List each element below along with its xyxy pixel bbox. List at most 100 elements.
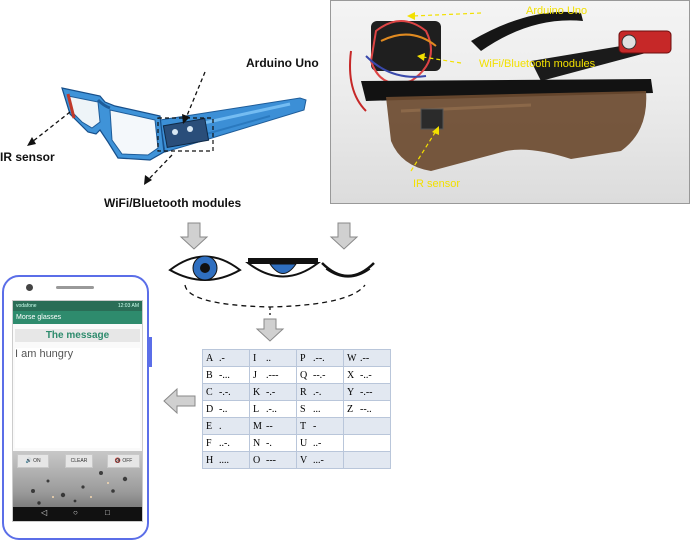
photo-label-ir: IR sensor xyxy=(413,178,461,190)
morse-letter: Y xyxy=(347,386,355,398)
morse-cell: H.... xyxy=(202,451,250,469)
android-nav-bar: ◁ ○ □ xyxy=(13,507,142,521)
on-button[interactable]: 🔊 ON xyxy=(17,454,49,468)
carrier-label: vodafone xyxy=(16,303,37,309)
off-button-label: OFF xyxy=(122,458,133,464)
morse-letter: F xyxy=(206,437,212,449)
half-closed-eye-icon xyxy=(245,258,321,278)
morse-cell: U..- xyxy=(296,434,344,452)
on-button-label: ON xyxy=(33,458,41,464)
morse-cell: R .-. xyxy=(296,383,344,401)
morse-code: -- xyxy=(266,420,273,432)
down-arrow-icon xyxy=(255,318,285,342)
morse-code: --.- xyxy=(313,369,326,381)
morse-letter: Q xyxy=(300,369,308,381)
morse-code: .-. xyxy=(313,386,322,398)
morse-letter: B xyxy=(206,369,213,381)
label-wifi-bluetooth: WiFi/Bluetooth modules xyxy=(104,196,242,210)
morse-cell: T- xyxy=(296,417,344,435)
morse-letter: T xyxy=(300,420,307,432)
morse-letter: W xyxy=(347,352,357,364)
morse-cell xyxy=(343,451,391,469)
morse-row: B-...J.---Q --.- X -..- xyxy=(202,366,391,384)
morse-code: -. xyxy=(266,437,272,449)
morse-row: C-.-.K -.- R .-. Y -.-- xyxy=(202,383,391,401)
module-highlight-box xyxy=(157,117,214,152)
speaker-grille xyxy=(56,286,94,289)
ir-sensor-module xyxy=(420,108,444,130)
morse-code: -.-. xyxy=(219,386,231,398)
side-button xyxy=(149,337,152,367)
morse-letter: D xyxy=(206,403,214,415)
morse-letter: E xyxy=(206,420,213,432)
morse-code: .... xyxy=(219,454,229,466)
morse-cell: Z--.. xyxy=(343,400,391,418)
morse-cell xyxy=(343,417,391,435)
morse-code: .- xyxy=(219,352,225,364)
morse-letter: V xyxy=(300,454,308,466)
camera-icon xyxy=(26,284,33,291)
morse-letter: X xyxy=(347,369,355,381)
morse-code: --.. xyxy=(360,403,372,415)
left-arrow-icon xyxy=(163,387,196,415)
morse-cell: Y -.-- xyxy=(343,383,391,401)
morse-cell: N -. xyxy=(249,434,297,452)
off-button[interactable]: 🔇 OFF xyxy=(107,454,140,468)
morse-cell: V ...- xyxy=(296,451,344,469)
morse-code: -..- xyxy=(360,369,372,381)
speaker-on-icon: 🔊 xyxy=(25,458,32,464)
speaker-off-icon: 🔇 xyxy=(114,458,121,464)
photo-frame xyxy=(361,79,653,101)
morse-cell: J.--- xyxy=(249,366,297,384)
morse-cell: O --- xyxy=(249,451,297,469)
open-eye-icon xyxy=(168,255,242,281)
clear-button[interactable]: CLEAR xyxy=(65,454,93,468)
photo-label-arduino: Arduino Uno xyxy=(526,5,588,17)
home-icon[interactable]: ○ xyxy=(73,508,78,517)
message-text: I am hungry xyxy=(15,348,140,448)
status-bar: vodafone 12:03 AM xyxy=(13,301,142,311)
morse-cell: L.-.. xyxy=(249,400,297,418)
morse-cell: C-.-. xyxy=(202,383,250,401)
morse-cell: I.. xyxy=(249,349,297,367)
recents-icon[interactable]: □ xyxy=(105,508,110,517)
dashed-bracket xyxy=(184,284,366,308)
morse-code: . xyxy=(219,420,222,432)
morse-letter: R xyxy=(300,386,307,398)
phone-screen: vodafone 12:03 AM Morse glasses The mess… xyxy=(12,300,143,522)
morse-code: -.- xyxy=(266,386,276,398)
morse-letter: P xyxy=(300,352,306,364)
morse-cell: S... xyxy=(296,400,344,418)
prototype-photo: Arduino Uno WiFi/Bluetooth modules IR se… xyxy=(330,0,690,204)
morse-letter: K xyxy=(253,386,261,398)
back-icon[interactable]: ◁ xyxy=(41,508,48,517)
morse-cell: A .- xyxy=(202,349,250,367)
morse-letter: N xyxy=(253,437,261,449)
app-bar-title: Morse glasses xyxy=(13,311,142,324)
morse-letter: U xyxy=(300,437,308,449)
morse-cell: K -.- xyxy=(249,383,297,401)
morse-code: -.-- xyxy=(360,386,373,398)
morse-letter: A xyxy=(206,352,214,364)
morse-letter: O xyxy=(253,454,261,466)
clock-label: 12:03 AM xyxy=(117,303,139,309)
morse-code: ... xyxy=(313,403,321,415)
morse-row: A.-I..P.--.W.-- xyxy=(202,349,391,367)
morse-cell: X -..- xyxy=(343,366,391,384)
morse-cell: M -- xyxy=(249,417,297,435)
morse-cell: B-... xyxy=(202,366,250,384)
morse-letter: S xyxy=(300,403,306,415)
morse-cell: Q --.- xyxy=(296,366,344,384)
photo-label-modules: WiFi/Bluetooth modules xyxy=(479,58,596,70)
clear-button-label: CLEAR xyxy=(70,458,88,464)
morse-code: --- xyxy=(266,454,276,466)
morse-code: ...- xyxy=(313,454,324,466)
morse-cell: E. xyxy=(202,417,250,435)
morse-letter: M xyxy=(253,420,262,432)
button-row: 🔊 ON CLEAR 🔇 OFF xyxy=(13,454,142,468)
morse-code: -.. xyxy=(219,403,228,415)
morse-cell: D -.. xyxy=(202,400,250,418)
morse-row: F..-.N-.U..- xyxy=(202,434,391,452)
morse-row: H....O --- V ...- xyxy=(202,451,391,469)
label-ir-sensor: IR sensor xyxy=(0,150,55,164)
